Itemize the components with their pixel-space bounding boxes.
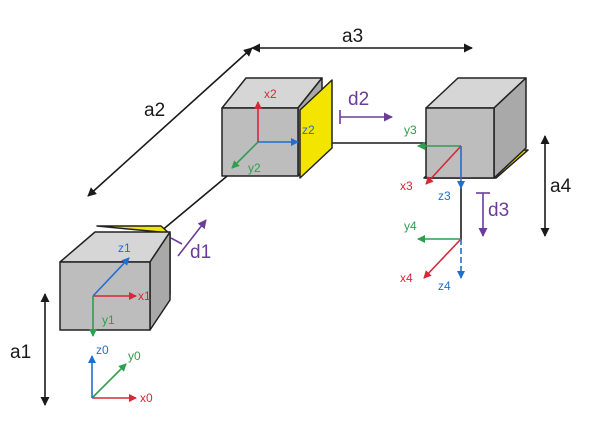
a4-label: a4 [550,176,572,197]
d1-arrow [177,219,207,257]
x3-axis-arrow [425,145,462,185]
x3-label: x3 [400,179,413,193]
x2-label: x2 [264,87,277,101]
y0-axis-arrow [91,363,127,399]
frame-4 [417,235,465,279]
z0-label: z0 [96,343,109,357]
z4-label: z4 [438,279,451,293]
d2-label: d2 [348,89,369,110]
cube-3 [423,77,529,179]
x0-label: x0 [140,391,153,405]
cube-3-front [425,107,495,179]
y0-label: y0 [128,349,141,363]
y4-label: y4 [404,219,417,233]
cube-1 [59,225,171,331]
a2-dimension-arrow [87,47,253,197]
cube-2 [221,77,333,179]
x4-label: x4 [400,271,413,285]
frame-1 [89,257,137,337]
x4-axis-arrow [423,238,462,279]
x1-label: x1 [138,289,151,303]
prismatic-arrows [170,110,490,257]
z2-label: z2 [302,123,315,137]
a2-label: a2 [144,100,165,121]
z1-label: z1 [118,241,131,255]
slider-plate-2 [299,79,333,179]
y2-axis-arrow [231,141,259,169]
a1-label: a1 [10,342,31,363]
d3-label: d3 [488,200,509,221]
frame-3 [417,142,465,189]
d1-label: d1 [190,242,211,263]
frame-0 [88,355,137,402]
dimension-arrows [40,43,550,406]
frame-2 [231,101,299,169]
z1-axis-arrow [92,257,130,297]
a3-label: a3 [342,26,363,47]
link-1-2 [159,171,233,233]
z3-label: z3 [438,189,451,203]
y1-label: y1 [102,313,115,327]
d1-arrow-tick [170,237,183,245]
y2-label: y2 [248,161,261,175]
y3-label: y3 [404,123,417,137]
